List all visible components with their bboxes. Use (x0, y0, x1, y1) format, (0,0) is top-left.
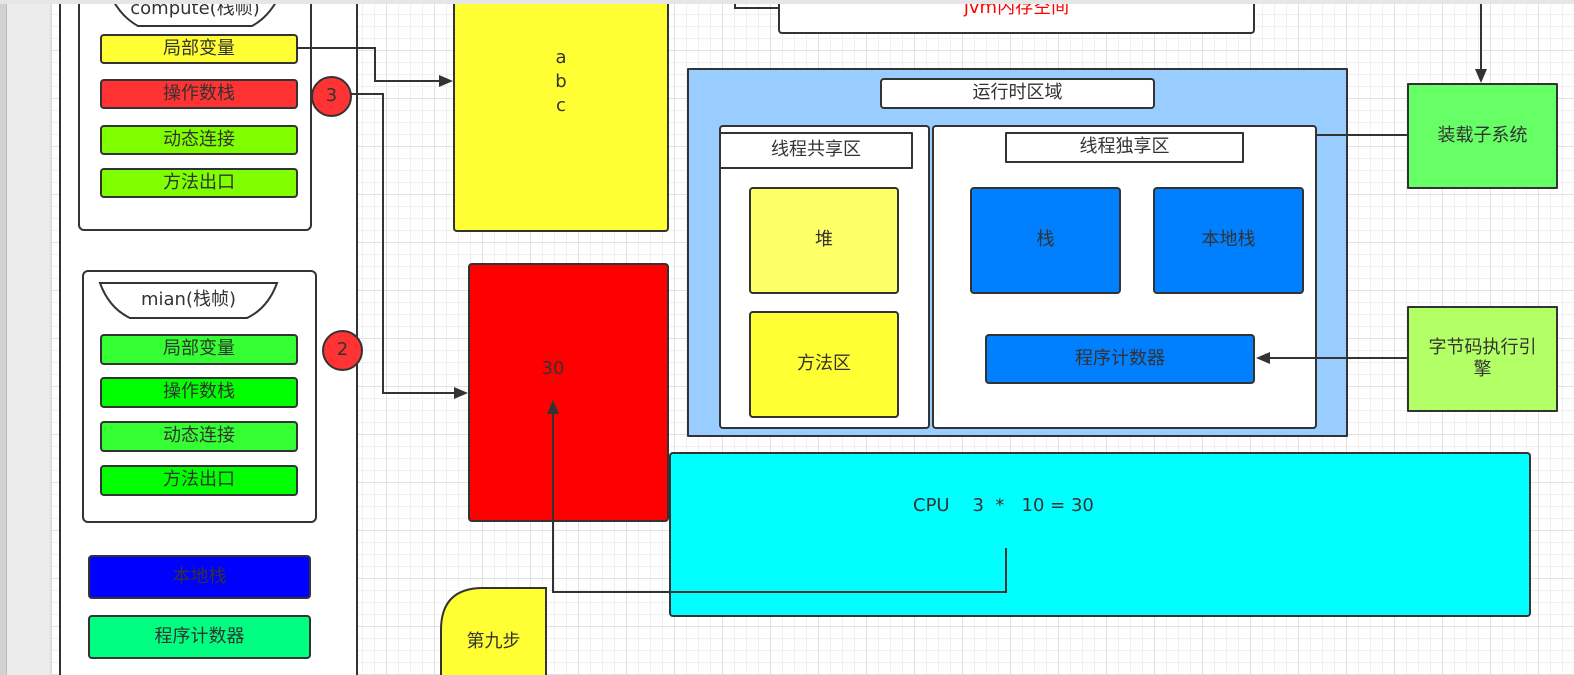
canvas-top-edge (0, 0, 1574, 4)
main-local-variables[interactable]: 局部变量 (100, 334, 298, 365)
method-area-box[interactable]: 方法区 (749, 311, 899, 418)
thread-private-title-box[interactable]: 线程独享区 (1005, 132, 1244, 163)
thread-shared-title-box[interactable]: 线程共享区 (719, 132, 913, 169)
operand-values-text: a b c (455, 46, 667, 118)
main-dynamic-linking-label: 动态连接 (163, 425, 235, 447)
main-frame-title: mian(栈帧) (140, 289, 237, 310)
thread-shared-title: 线程共享区 (771, 139, 861, 161)
jvm-memory-box[interactable]: jvm内存空间 (778, 0, 1255, 34)
operand-value-c: c (556, 95, 566, 116)
cpu-box[interactable]: CPU 3 * 10 = 30 (669, 452, 1531, 617)
compute-local-variables-label: 局部变量 (163, 37, 235, 59)
left-native-stack-label: 本地栈 (172, 565, 227, 587)
cpu-label: CPU 3 * 10 = 30 (913, 494, 1094, 516)
runtime-area-title-box[interactable]: 运行时区域 (880, 78, 1155, 109)
thread-private-title: 线程独享区 (1079, 136, 1170, 158)
main-local-variables-label: 局部变量 (163, 338, 235, 360)
operand-value-a: a (555, 47, 567, 68)
program-counter-label: 程序计数器 (1075, 347, 1165, 369)
main-operand-stack[interactable]: 操作数栈 (100, 377, 298, 408)
runtime-area-title: 运行时区域 (972, 82, 1063, 104)
left-native-stack[interactable]: 本地栈 (88, 555, 311, 599)
program-counter-box[interactable]: 程序计数器 (985, 334, 1255, 384)
main-dynamic-linking[interactable]: 动态连接 (100, 421, 298, 452)
main-method-exit-label: 方法出口 (163, 469, 235, 491)
operand-value-b: b (555, 71, 567, 92)
operand-values-box[interactable]: a b c (453, 0, 669, 232)
compute-dynamic-linking[interactable]: 动态连接 (100, 125, 298, 155)
class-loader-box[interactable]: 装载子系统 (1407, 83, 1558, 189)
step-badge-3[interactable]: 3 (311, 76, 352, 117)
step-note-label: 第九步 (466, 631, 521, 652)
step-badge-3-label: 3 (325, 85, 338, 107)
compute-method-exit[interactable]: 方法出口 (100, 168, 298, 198)
execution-engine-label: 字节码执行引擎 (1428, 336, 1537, 381)
compute-method-exit-label: 方法出口 (163, 171, 235, 193)
result-value-box[interactable]: 30 (468, 263, 669, 522)
native-stack-box[interactable]: 本地栈 (1153, 187, 1304, 294)
method-area-label: 方法区 (797, 353, 851, 375)
left-program-counter-label: 程序计数器 (154, 625, 245, 647)
stack-label: 栈 (1036, 229, 1055, 251)
compute-operand-stack[interactable]: 操作数栈 (100, 79, 298, 109)
window-edge (0, 0, 7, 675)
main-method-exit[interactable]: 方法出口 (100, 465, 298, 496)
result-value-label: 30 (541, 357, 565, 379)
step-badge-2-label: 2 (336, 339, 349, 361)
left-program-counter[interactable]: 程序计数器 (88, 615, 311, 659)
execution-engine-box[interactable]: 字节码执行引擎 (1407, 306, 1558, 412)
class-loader-label: 装载子系统 (1437, 124, 1528, 146)
compute-local-variables[interactable]: 局部变量 (100, 34, 298, 64)
compute-dynamic-linking-label: 动态连接 (163, 128, 235, 150)
stack-box[interactable]: 栈 (970, 187, 1121, 294)
heap-label: 堆 (815, 229, 833, 251)
compute-operand-stack-label: 操作数栈 (163, 82, 235, 104)
heap-box[interactable]: 堆 (749, 187, 899, 294)
native-stack-label: 本地栈 (1201, 229, 1256, 251)
jvm-memory-label: jvm内存空间 (963, 0, 1070, 18)
step-badge-2[interactable]: 2 (322, 330, 363, 371)
main-operand-stack-label: 操作数栈 (163, 381, 235, 403)
compute-frame-title: compute(栈帧) (130, 0, 260, 19)
